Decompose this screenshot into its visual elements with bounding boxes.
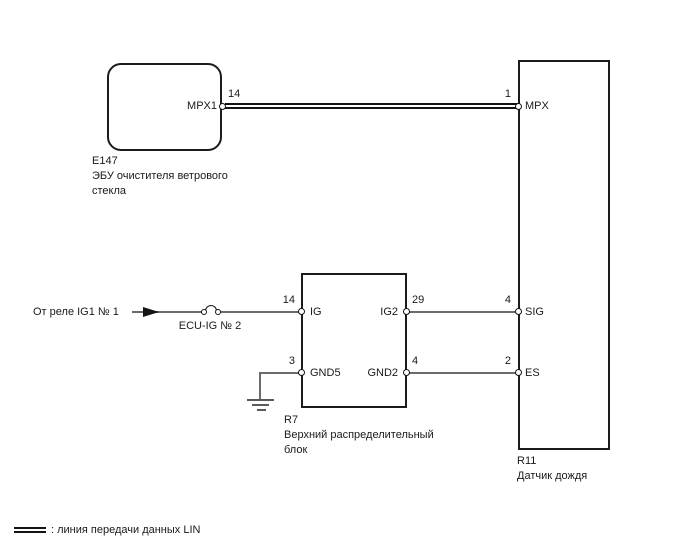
r7-pin-ig2-label: IG2	[380, 306, 398, 318]
e147-pin-mpx1-terminal-icon	[219, 103, 226, 110]
legend-lin-symbol-icon	[14, 527, 46, 533]
feed-wire	[132, 311, 202, 313]
r7-desc-line2: блок	[284, 444, 308, 456]
r11-pin-es-number: 2	[504, 355, 511, 367]
r7-pin-ig2-terminal-icon	[403, 308, 410, 315]
r11-pin-mpx-label: MPX	[525, 100, 549, 112]
r11-pin-sig-number: 4	[504, 294, 511, 306]
r11-code: R11	[517, 455, 537, 467]
r11-pin-es-label: ES	[525, 367, 540, 379]
fuse-right-terminal-icon	[215, 309, 221, 315]
gnd2-to-es-wire	[409, 372, 518, 374]
feed-arrow-icon	[143, 307, 159, 317]
r11-pin-es-terminal-icon	[515, 369, 522, 376]
r7-box	[301, 273, 407, 408]
r7-pin-gnd2-label: GND2	[367, 367, 398, 379]
r7-pin-ig-terminal-icon	[298, 308, 305, 315]
fuse-to-ig-wire	[221, 311, 299, 313]
fuse-left-terminal-icon	[201, 309, 207, 315]
r11-pin-sig-label: SIG	[525, 306, 544, 318]
r7-pin-gnd2-number: 4	[412, 355, 419, 367]
r7-pin-ig-number: 14	[282, 294, 295, 306]
gnd5-wire	[259, 372, 300, 374]
r11-box	[518, 60, 610, 450]
e147-desc-line2: стекла	[92, 185, 127, 197]
ground-drop-wire	[259, 373, 261, 400]
ig2-to-sig-wire	[409, 311, 518, 313]
r7-pin-gnd5-label: GND5	[310, 367, 341, 379]
r11-pin-sig-terminal-icon	[515, 308, 522, 315]
r7-pin-gnd5-terminal-icon	[298, 369, 305, 376]
r11-desc: Датчик дождя	[517, 470, 588, 482]
r7-pin-ig2-number: 29	[412, 294, 425, 306]
fuse-label: ECU-IG № 2	[178, 320, 242, 332]
source-feed-label: От реле IG1 № 1	[33, 306, 119, 318]
r11-pin-mpx-terminal-icon	[515, 103, 522, 110]
e147-desc-line1: ЭБУ очистителя ветрового	[92, 170, 228, 182]
e147-pin-mpx1-label: MPX1	[187, 100, 217, 112]
r7-pin-gnd2-terminal-icon	[403, 369, 410, 376]
r7-pin-gnd5-number: 3	[288, 355, 295, 367]
r11-pin-mpx-number: 1	[504, 88, 511, 100]
e147-box	[107, 63, 222, 151]
r7-pin-ig-label: IG	[310, 306, 322, 318]
r7-desc-line1: Верхний распределительный	[284, 429, 434, 441]
e147-code: E147	[92, 155, 118, 167]
lin-bus-wire	[225, 103, 518, 109]
e147-pin-mpx1-number: 14	[228, 88, 241, 100]
legend-label: : линия передачи данных LIN	[51, 524, 201, 536]
r7-code: R7	[284, 414, 299, 426]
